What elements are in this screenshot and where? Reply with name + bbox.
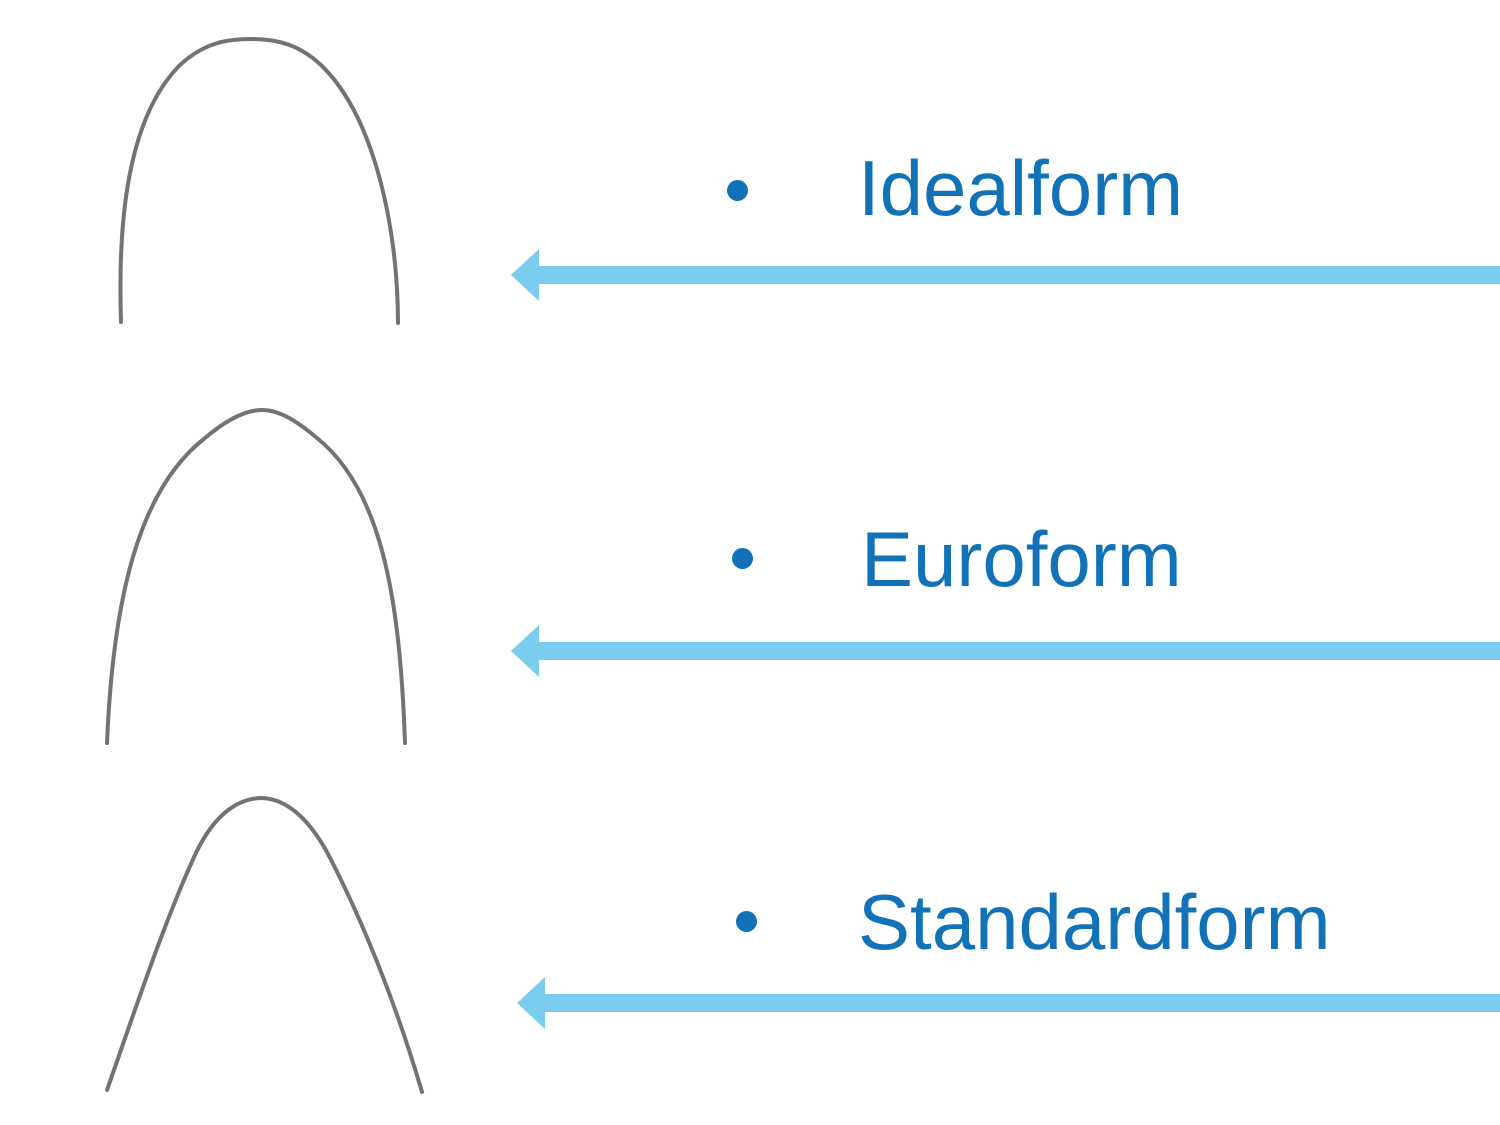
bullet-standardform (736, 911, 757, 932)
left-arrow-shape (517, 977, 1500, 1029)
left-arrow-shape (511, 249, 1500, 301)
left-arrow-euroform (511, 625, 1500, 677)
label-standardform: Standardform (858, 878, 1331, 966)
archwire-euroform-icon (105, 407, 407, 745)
left-arrow-idealform (511, 249, 1500, 301)
label-euroform: Euroform (861, 515, 1182, 603)
left-arrow-shape (511, 625, 1500, 677)
archwire-idealform-icon (118, 36, 400, 325)
bullet-idealform (727, 180, 748, 201)
archwire-standardform-icon (105, 795, 424, 1094)
bullet-euroform (732, 548, 753, 569)
label-idealform: Idealform (858, 144, 1184, 232)
left-arrow-standardform (517, 977, 1500, 1029)
